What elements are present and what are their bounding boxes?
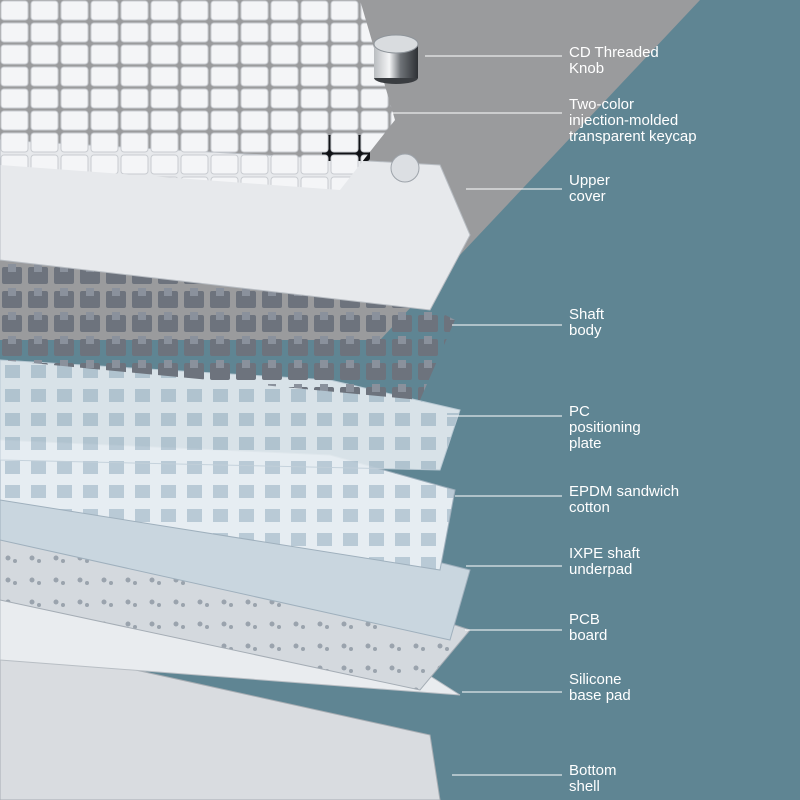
knob-socket: [390, 153, 420, 183]
label-line: EPDM sandwich: [569, 483, 680, 500]
label-line: IXPE shaft: [569, 545, 640, 562]
knob-top: [373, 34, 419, 54]
label-line: Knob: [569, 60, 605, 77]
label-line: Silicone: [569, 671, 622, 688]
label-line: cotton: [569, 499, 610, 516]
label-line: board: [569, 627, 608, 644]
label-line: body: [569, 322, 602, 339]
label-line: injection-molded: [569, 112, 679, 129]
label-line: Bottom: [569, 762, 617, 779]
label-bottom-shell: Bottom shell: [569, 763, 617, 795]
label-line: PC: [569, 403, 590, 420]
label-line: plate: [569, 435, 602, 452]
label-line: Two-color: [569, 96, 635, 113]
label-silicone: Silicone base pad: [569, 672, 631, 704]
label-line: Shaft: [569, 306, 605, 323]
label-keycap: Two-color injection-molded transparent k…: [569, 97, 697, 145]
label-line: shell: [569, 778, 600, 795]
leader-lines: [392, 55, 562, 776]
bottom-shell-part: [0, 639, 441, 800]
label-epdm: EPDM sandwich cotton: [569, 484, 679, 516]
label-line: cover: [569, 188, 606, 205]
keycap-part: [0, 0, 395, 190]
label-knob: CD Threaded Knob: [569, 45, 659, 77]
label-pcb: PCB board: [569, 612, 607, 644]
label-line: base pad: [569, 687, 631, 704]
label-line: PCB: [569, 611, 600, 628]
label-line: Upper: [569, 172, 610, 189]
label-line: underpad: [569, 561, 633, 578]
label-pc-plate: PC positioning plate: [569, 404, 641, 452]
label-line: positioning: [569, 419, 641, 436]
label-line: CD Threaded: [569, 44, 659, 61]
label-shaft-body: Shaft body: [569, 307, 604, 339]
label-upper-cover: Upper cover: [569, 173, 610, 205]
label-line: transparent keycap: [569, 128, 697, 145]
label-ixpe: IXPE shaft underpad: [569, 546, 640, 578]
